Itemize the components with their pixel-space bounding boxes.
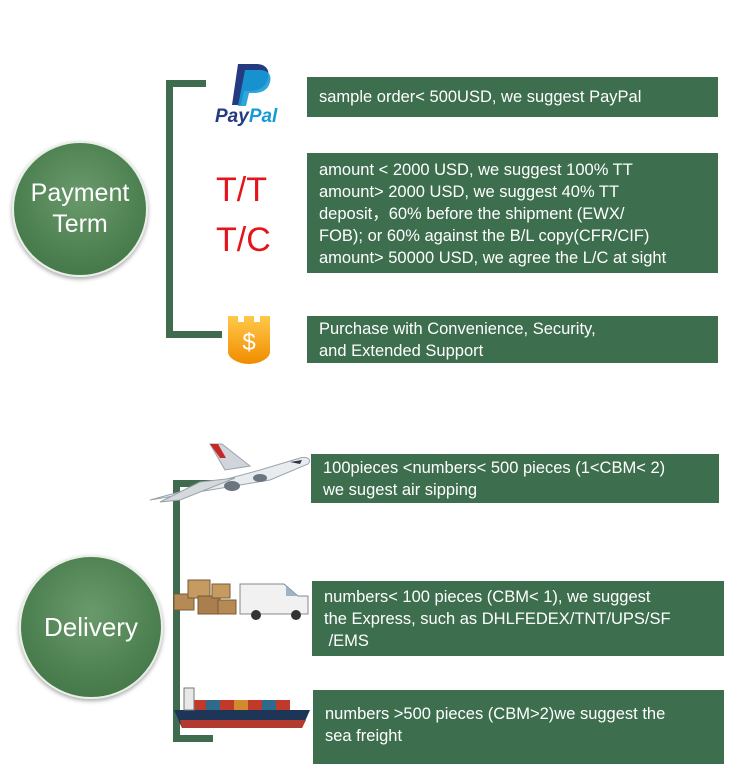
payment-bracket-vertical <box>166 80 173 338</box>
delivery-box-air: 100pieces <numbers< 500 pieces (1<CBM< 2… <box>311 454 719 503</box>
payment-box-tt: amount < 2000 USD, we suggest 100% TT am… <box>307 153 718 273</box>
payment-box-tt-line3: deposit，60% before the shipment (EWX/ <box>319 205 625 223</box>
payment-box-paypal-line: sample order< 500USD, we suggest PayPal <box>319 88 642 106</box>
paypal-logo-icon: PayPal <box>212 58 292 130</box>
paypal-logo-text-pay: Pay <box>215 106 249 127</box>
payment-box-support-line2: and Extended Support <box>319 342 484 360</box>
payment-box-tt-line5: amount> 50000 USD, we agree the L/C at s… <box>319 249 667 267</box>
svg-text:$: $ <box>242 329 255 356</box>
payment-term-title-line1: Payment <box>30 179 130 207</box>
dollar-shield-icon: $ <box>224 312 274 366</box>
delivery-box-express: numbers< 100 pieces (CBM< 1), we suggest… <box>312 581 724 656</box>
payment-bracket-bottom <box>166 331 222 338</box>
delivery-van-icon <box>168 572 318 622</box>
payment-bracket-top <box>166 80 206 87</box>
delivery-box-air-line1: 100pieces <numbers< 500 pieces (1<CBM< 2… <box>323 459 666 477</box>
payment-term-circle: Payment Term <box>12 141 148 277</box>
airplane-icon <box>140 440 315 505</box>
delivery-bracket-vertical <box>173 480 180 742</box>
delivery-box-express-line2: the Express, such as DHLFEDEX/TNT/UPS/SF <box>324 610 671 628</box>
payment-term-title-line2: Term <box>52 210 108 238</box>
payment-box-tt-line4: FOB); or 60% against the B/L copy(CFR/CI… <box>319 227 650 245</box>
payment-box-paypal: sample order< 500USD, we suggest PayPal <box>307 77 718 117</box>
delivery-bracket-bottom <box>173 735 213 742</box>
delivery-box-air-line2: we sugest air sipping <box>323 481 478 499</box>
cargo-ship-icon <box>170 680 315 736</box>
delivery-bracket-top <box>173 480 213 487</box>
delivery-box-express-line1: numbers< 100 pieces (CBM< 1), we suggest <box>324 588 651 606</box>
tt-label: T/T <box>216 171 267 209</box>
payment-box-support: Purchase with Convenience, Security, and… <box>307 316 718 363</box>
payment-box-support-line1: Purchase with Convenience, Security, <box>319 320 596 338</box>
paypal-logo-text-pal: Pal <box>248 106 278 127</box>
delivery-box-sea-line2: sea freight <box>325 727 403 745</box>
payment-box-tt-line2: amount> 2000 USD, we suggest 40% TT <box>319 183 620 201</box>
delivery-title: Delivery <box>44 611 138 642</box>
tc-label: T/C <box>216 221 271 259</box>
payment-box-tt-line1: amount < 2000 USD, we suggest 100% TT <box>319 161 633 179</box>
delivery-box-sea: numbers >500 pieces (CBM>2)we suggest th… <box>313 690 724 764</box>
delivery-box-express-line3: /EMS <box>324 632 369 650</box>
delivery-box-sea-line1: numbers >500 pieces (CBM>2)we suggest th… <box>325 705 666 723</box>
delivery-circle: Delivery <box>19 555 163 699</box>
